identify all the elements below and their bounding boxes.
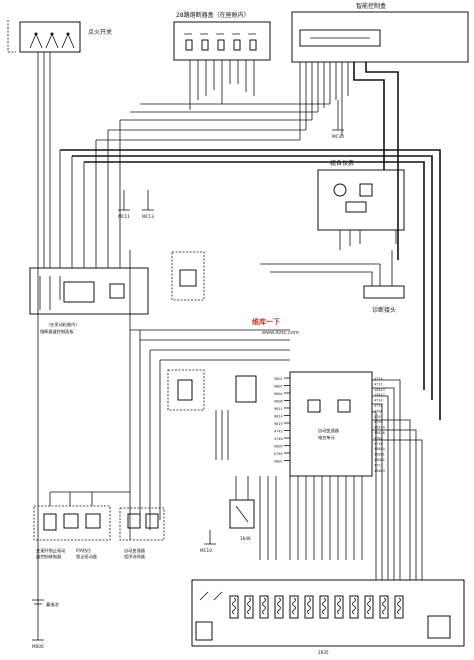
solenoid-coil-winding	[382, 597, 386, 615]
solenoid-coil	[259, 595, 269, 619]
ecu-pin-left: 4740	[274, 437, 283, 441]
ecu-pin-left: 9001	[274, 377, 283, 381]
ecu-pin-left: 4742	[274, 430, 283, 434]
ecu-right-pins: 4710471115813158124714471247084707470415…	[374, 377, 385, 473]
solenoid-coil-winding	[247, 597, 251, 615]
solenoid-coil	[289, 595, 299, 619]
ecu-pin-left: 9004	[274, 392, 283, 396]
p-lock-actuator-label-1: P/A挡位	[76, 547, 91, 554]
solenoid-coil-winding	[337, 597, 341, 615]
solenoid-coil-winding	[352, 597, 356, 615]
ecu-pin-right: 4721	[374, 463, 383, 467]
ecu-pin-left: 6765	[274, 452, 283, 456]
selector: 自动变速器 程序选择器	[119, 507, 165, 560]
ecu-pin-right: 4711	[374, 382, 383, 386]
connector-1635: 1635	[191, 579, 465, 655]
solenoid-coil	[394, 595, 404, 619]
ecu-pin-left: 9019	[274, 422, 283, 426]
engine-fuse-box: （在发动机舱内） 熔断器盒控制面板	[29, 267, 149, 335]
ecu-pin-right: 4703	[374, 436, 383, 440]
combination-instrument: 组合仪表	[317, 159, 405, 231]
shift-lock-relay: 变速杆锁止驱动 器控制继电器 P/A挡位 锁止驱动器	[33, 505, 111, 560]
ignition-switch-label: 点火开关	[88, 28, 112, 36]
ecu-pin-left: 9006	[274, 400, 283, 404]
ignition-switch: 点火开关	[19, 21, 112, 53]
sensor-1646-label: 1646	[240, 536, 251, 541]
ground-mc30: MC30	[332, 134, 344, 139]
ecu-pin-left: 9014	[274, 415, 283, 419]
ecu-left-pins: 9001 9005 9004 9006 9011 9014 9019 4742 4740 9009…	[274, 377, 290, 464]
ground-mc11: MC11	[118, 214, 130, 219]
solenoid-coil-winding	[232, 597, 236, 615]
ecu-pin-right: 15816	[374, 431, 385, 435]
gearbox-ecu-label-1: 自动变速器	[318, 427, 340, 434]
ecu-pin-right: 4710	[374, 442, 383, 446]
selector-label-1: 自动变速器	[124, 547, 146, 554]
solenoid-coil-winding	[307, 597, 311, 615]
ecu-pin-right: 4714	[374, 399, 383, 403]
p-lock-actuator-label-2: 锁止驱动器	[76, 553, 98, 560]
fuse-box-28-label: 28路熔断器盒（在座舱内）	[176, 11, 250, 19]
solenoid-coil-winding	[322, 597, 326, 615]
solenoid-coil	[229, 595, 239, 619]
battery: 蓄电池 M000	[32, 599, 59, 649]
solenoid-coil	[244, 595, 254, 619]
ecu-pin-right: 15812	[374, 393, 385, 397]
intelligent-control-box: 智能控制盒	[291, 2, 469, 63]
ecu-pin-right: 4708	[374, 409, 383, 413]
engine-fuse-box-label-1: （在发动机舱内）	[46, 321, 80, 328]
watermark-url: www.dzsc.com	[262, 330, 299, 336]
ecu-pin-right: 4704	[374, 420, 383, 424]
solenoid-coil	[334, 595, 344, 619]
gearbox-ecu-label-2: 电控单元	[318, 434, 335, 441]
diagnostic-connector-label: 诊断接头	[372, 306, 396, 314]
solenoid-coil-winding	[277, 597, 281, 615]
coil-row	[229, 595, 404, 619]
selector-label-2: 程序选择器	[124, 553, 146, 560]
gearbox-ecu: 自动变速器 电控单元	[289, 371, 373, 477]
ground-m000: M000	[32, 644, 44, 649]
fuse-box-28: 28路熔断器盒（在座舱内）	[173, 11, 271, 61]
solenoid-coil	[379, 595, 389, 619]
ecu-pin-right: 4712	[374, 404, 383, 408]
solenoid-coil-winding	[397, 597, 401, 615]
engine-fuse-box-label-2: 熔断器盒控制面板	[40, 328, 74, 335]
ecu-pin-right: 15804	[374, 447, 385, 451]
watermark: 维库一下 www.dzsc.com	[252, 317, 299, 336]
diagnostic-connector: 诊断接头	[363, 285, 405, 314]
sensor-1646: 1646	[229, 499, 255, 541]
shift-lock-relay-label-1: 变速杆锁止驱动	[36, 547, 65, 554]
solenoid-coil	[349, 595, 359, 619]
solenoid-coil-winding	[367, 597, 371, 615]
ecu-pin-right: 15802	[374, 458, 385, 462]
solenoid-coil	[304, 595, 314, 619]
ground-mc13: MC13	[142, 214, 154, 219]
ground-mc10: MC10	[200, 548, 212, 553]
solenoid-coil	[364, 595, 374, 619]
ecu-pin-right: 4710	[374, 377, 383, 381]
solenoid-coil	[274, 595, 284, 619]
ecu-pin-left: 9001	[274, 460, 283, 464]
ecu-pin-left: 9011	[274, 407, 283, 411]
ecu-pin-right: 15803	[374, 469, 385, 473]
shift-lock-relay-label-2: 器控制继电器	[36, 553, 62, 560]
ecu-pin-right: 15813	[374, 388, 385, 392]
solenoid-coil-winding	[292, 597, 296, 615]
ecu-pin-left: 9005	[274, 385, 283, 389]
solenoid-coil	[319, 595, 329, 619]
connector-1635-label: 1635	[318, 650, 329, 655]
battery-label: 蓄电池	[46, 601, 59, 608]
combination-instrument-label: 组合仪表	[330, 159, 354, 167]
ecu-pin-right: 15801	[374, 453, 385, 457]
intelligent-control-box-label: 智能控制盒	[356, 2, 386, 10]
ecu-pin-left: 9009	[274, 445, 283, 449]
ecu-pin-right: 15814	[374, 426, 385, 430]
watermark-brand: 维库一下	[252, 317, 280, 326]
solenoid-coil-winding	[262, 597, 266, 615]
ecu-pin-right: 4707	[374, 415, 383, 419]
